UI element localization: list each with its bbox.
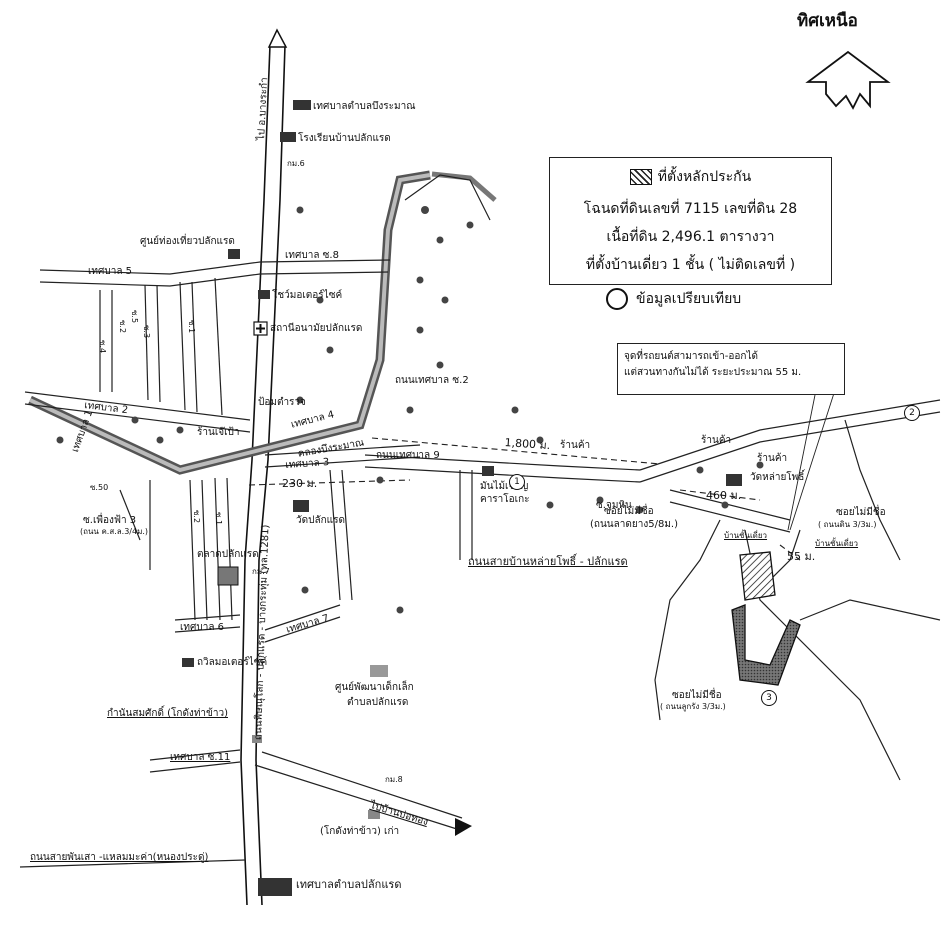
north-label: ทิศเหนือ bbox=[797, 11, 858, 31]
label-wat-laipho: วัดหล่ายโพธิ์ bbox=[750, 472, 805, 483]
label-child-center-1: ศูนย์พัฒนาเด็กเล็ก bbox=[335, 682, 414, 693]
collateral-swatch-icon bbox=[629, 169, 652, 185]
label-distance-55: 55 ม. bbox=[787, 550, 816, 563]
legend-area-line: เนื้อที่ดิน 2,496.1 ตารางวา bbox=[606, 229, 775, 245]
main-highway bbox=[240, 44, 286, 906]
local-roads bbox=[19, 174, 941, 868]
label-soi-nameless-2-sub: ( ถนนดิน 3/3ม.) bbox=[818, 520, 877, 529]
label-motor-shop1: โชว์มอเตอร์ไซค์ bbox=[272, 290, 343, 301]
label-market: ตลาดปลักแรด bbox=[197, 549, 259, 560]
label-kamnan: กำนันสมศักดิ์ (โกดังท่าข้าว) bbox=[107, 708, 228, 719]
label-house-1: บ้านชั้นเดี่ยว bbox=[724, 531, 768, 540]
label-soi-jumhin: ซ.จุมหิน bbox=[596, 500, 632, 511]
label-health-station: สถานีอนามัยปลักแรด bbox=[270, 323, 363, 334]
legend-deed-line: โฉนดที่ดินเลขที่ 7115 เลขที่ดิน 28 bbox=[583, 201, 798, 217]
label-police-box: ป้อมตำรวจ bbox=[258, 397, 306, 408]
tambon-plakrad-icon bbox=[258, 878, 292, 896]
label-soi-nameless-1: ซอยไม่มีชื่อ bbox=[604, 506, 654, 517]
legend-comparison-label: ข้อมูลเปรียบเทียบ bbox=[636, 291, 742, 307]
north-arrow-icon bbox=[805, 50, 891, 110]
label-soi-nameless-3-sub: ( ถนนลูกรัง 3/3ม.) bbox=[660, 702, 726, 711]
callout-line1: จุดที่รถยนต์สามารถเข้า-ออกได้ bbox=[624, 351, 758, 362]
label-s50: ซ.50 bbox=[90, 483, 109, 492]
label-sub2: ซ.2 bbox=[192, 510, 201, 524]
landmark-icons bbox=[182, 100, 742, 896]
label-warehouse-old: (โกดังท่าข้าว) เก่า bbox=[320, 826, 400, 837]
callout-line2: แต่สวนทางกันไม่ได้ ระยะประมาณ 55 ม. bbox=[624, 367, 802, 378]
legend-collateral-label: ที่ตั้งหลักประกัน bbox=[657, 169, 752, 185]
comparison-marker-3: 3 bbox=[761, 690, 777, 706]
comparison-marker-2: 2 bbox=[904, 405, 920, 421]
label-thesaban-6: เทศบาล 6 bbox=[180, 622, 224, 633]
wat-icon bbox=[293, 500, 309, 512]
wat-laipho-icon bbox=[726, 474, 742, 486]
kamnan-icon bbox=[252, 735, 262, 743]
trees bbox=[56, 206, 764, 614]
legend-house-line: ที่ตั้งบ้านเดี่ยว 1 ชั้น ( ไม่ติดเลขที่ … bbox=[585, 257, 796, 273]
label-tambon-bungkraman: เทศบาลตำบลบึงระมาณ bbox=[313, 101, 416, 112]
label-karaoke: คาราโอเกะ bbox=[480, 494, 530, 505]
motor-shop-icon bbox=[258, 290, 270, 299]
label-thesaban-11: เทศบาล ซ.11 bbox=[170, 752, 231, 763]
label-wat: วัดปลักแรด bbox=[296, 515, 345, 526]
label-thesaban-5: เทศบาล 5 bbox=[88, 266, 132, 277]
child-center-icon bbox=[370, 665, 388, 677]
comparison-circle-icon bbox=[606, 288, 628, 310]
label-motor-shop2: ถวิลมอเตอร์ไซค์ bbox=[197, 657, 268, 668]
label-soi-nameless-2: ซอยไม่มีชื่อ bbox=[836, 507, 886, 518]
label-thesaban-8: เทศบาล ซ.8 bbox=[285, 250, 339, 261]
motor-shop2-icon bbox=[182, 658, 194, 667]
label-tambon-plakrad: เทศบาลตำบลปลักแรด bbox=[296, 878, 402, 891]
school-icon bbox=[280, 132, 296, 142]
label-laipho-road: ถนนสายบ้านหล่ายโพธิ์ - ปลักแรด bbox=[468, 555, 628, 568]
label-tourist-center: ศูนย์ท่องเที่ยวปลักแรด bbox=[140, 236, 235, 247]
tambon-bungkraman-icon bbox=[293, 100, 311, 110]
legend-collateral-row: ที่ตั้งหลักประกัน bbox=[550, 166, 831, 188]
label-distance-230: 230 ม. bbox=[282, 477, 318, 490]
label-shop-jaepao: ร้านเจ๊เป้า bbox=[197, 427, 240, 438]
label-child-center-2: ตำบลปลักแรด bbox=[347, 697, 409, 708]
label-s4: ซ.4 bbox=[98, 340, 107, 354]
health-station-icon bbox=[253, 321, 268, 336]
north-highway-arrow-icon bbox=[267, 28, 288, 48]
tourist-center-icon bbox=[228, 249, 240, 259]
label-s2: ซ.2 bbox=[118, 320, 127, 334]
label-distance-460: 460 ม. bbox=[706, 489, 742, 502]
label-s5: ซ.5 bbox=[130, 310, 139, 324]
label-km8: กม.8 bbox=[385, 775, 403, 784]
label-school: โรงเรียนบ้านปลักแรด bbox=[298, 133, 391, 144]
label-house-2: บ้านชั้นเดี่ยว bbox=[815, 539, 859, 548]
label-soi-phuengfah: ซ.เพื่องฟ้า 3 bbox=[83, 515, 137, 526]
label-s1: ซ.1 bbox=[187, 320, 196, 334]
label-km6: กม.6 bbox=[287, 159, 305, 168]
label-shop-3: ร้านค้า bbox=[757, 453, 788, 464]
label-shop-1: ร้านค้า bbox=[560, 440, 591, 451]
market-icon bbox=[217, 566, 239, 586]
label-soi-phuengfah-sub: (ถนน ค.ส.ล.3/4ม.) bbox=[80, 527, 149, 536]
label-thesaban-s2: ถนนเทศบาล ซ.2 bbox=[395, 375, 469, 386]
label-s3: ซ.3 bbox=[142, 325, 151, 339]
legend-box: ที่ตั้งหลักประกัน โฉนดที่ดินเลขที่ 7115 … bbox=[549, 157, 832, 285]
legend-comparison: ข้อมูลเปรียบเทียบ bbox=[606, 288, 741, 310]
ban-bo-thong-arrow-icon bbox=[455, 818, 472, 836]
label-km7: กม.7 bbox=[252, 567, 270, 576]
collateral-parcel bbox=[731, 551, 801, 686]
access-callout: จุดที่รถยนต์สามารถเข้า-ออกได้ แต่สวนทางก… bbox=[617, 343, 845, 395]
label-soi-nameless-3: ซอยไม่มีชื่อ bbox=[672, 690, 722, 701]
label-soi-cement: (ถนนลาดยาง5/8ม.) bbox=[590, 519, 678, 530]
label-shop-2: ร้านค้า bbox=[701, 435, 732, 446]
label-sub1: ซ.1 bbox=[214, 512, 223, 526]
label-phansao-road: ถนนสายพันเสา -แหลมมะค่า(หนองประดู่) bbox=[30, 852, 209, 863]
label-thesaban-9: ถนนเทศบาล 9 bbox=[376, 450, 440, 461]
comparison-marker-1: 1 bbox=[509, 474, 525, 490]
label-tapioca: มันไม้เจริญ bbox=[480, 481, 529, 492]
tapioca-icon bbox=[482, 466, 494, 476]
warehouse-icon bbox=[368, 810, 380, 819]
